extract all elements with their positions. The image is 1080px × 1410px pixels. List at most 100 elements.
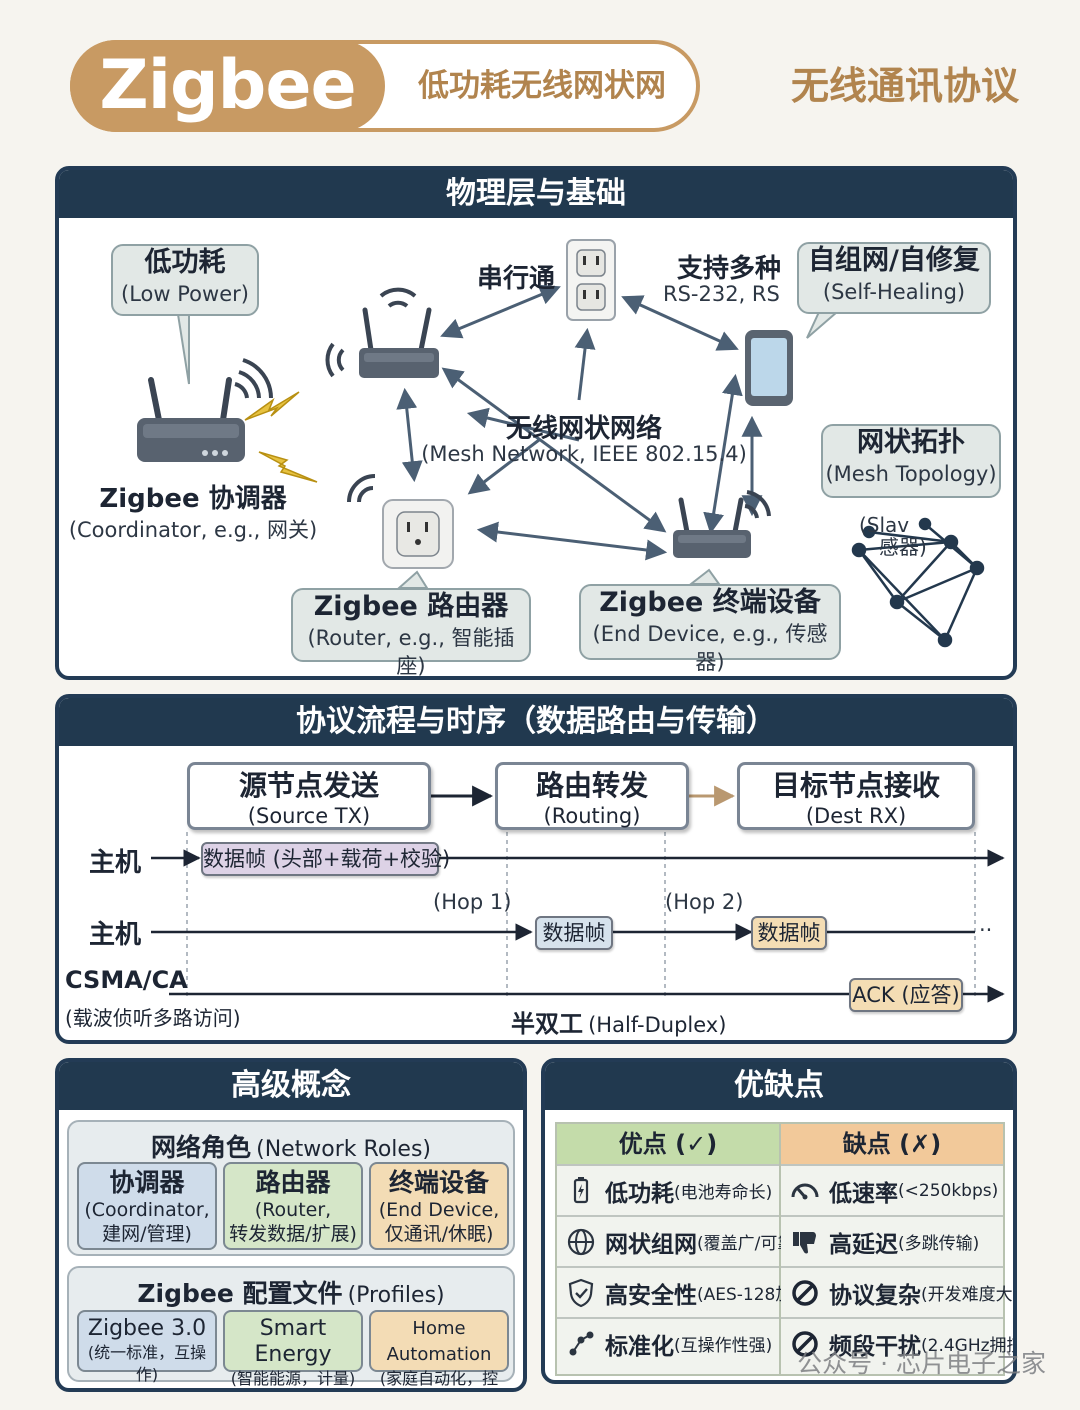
self-healing-sub: (Self-Healing)	[822, 280, 966, 304]
con-item: 高延迟(多跳传输)	[781, 1215, 1003, 1266]
pro-note: (互操作性强)	[674, 1336, 773, 1356]
role-coordinator-sub2: 建网/管理)	[102, 1223, 192, 1245]
cons-list: 低速率(<250kbps)高延迟(多跳传输)协议复杂(开发难度大)频段干扰(2.…	[781, 1164, 1013, 1368]
hop2-label: (Hop 2)	[665, 890, 744, 914]
pro-item: 高安全性(AES-128加密)	[557, 1266, 816, 1317]
profile-smart-energy-title: Smart Energy	[254, 1316, 332, 1367]
profiles-heading: Zigbee 配置文件 (Profiles)	[69, 1274, 513, 1310]
pro-note: (电池寿命长)	[674, 1183, 773, 1203]
slave-label: (Slav	[859, 513, 910, 537]
continuation-dots: ··	[979, 918, 993, 942]
role-router-sub2: 转发数据/扩展)	[229, 1223, 357, 1245]
watermark: 公众号 · 芯片电子之家	[797, 1349, 1046, 1378]
profile-home-automation-title: Home Automation	[386, 1318, 492, 1365]
role-end-device: 终端设备 (End Device, 仅通讯/休眠)	[369, 1162, 509, 1250]
csma-sub: (载波侦听多路访问)	[65, 1006, 241, 1030]
con-main: 高延迟	[829, 1231, 898, 1258]
mesh-network-title: 无线网状网络	[505, 414, 662, 444]
sensor-label: 感器)	[879, 535, 927, 559]
callout-tail	[806, 311, 840, 339]
pros-list: 低功耗(电池寿命长)网状组网(覆盖广/可靠)高安全性(AES-128加密)标准化…	[557, 1164, 816, 1368]
header-category: 无线通讯协议	[790, 64, 1019, 108]
pros-header: 优点 (✓)	[557, 1124, 779, 1164]
pro-note: (覆盖广/可靠)	[697, 1234, 801, 1254]
smartphone-icon	[745, 330, 793, 406]
coordinator-router-icon	[137, 358, 273, 462]
advanced-panel: 高级概念 网络角色 (Network Roles) 协调器 (Coordinat…	[55, 1058, 527, 1392]
source-tx-sub: (Source TX)	[247, 804, 371, 828]
profile-smart-energy: Smart Energy (智能能源，计量)	[223, 1310, 363, 1388]
con-note: (多跳传输)	[898, 1234, 980, 1254]
role-end-device-sub1: (End Device,	[378, 1199, 500, 1221]
con-item: 频段干扰(2.4GHz拥挤)	[781, 1317, 1013, 1368]
network-roles-title-en: (Network Roles)	[256, 1137, 431, 1162]
hop1-label: (Hop 1)	[433, 890, 512, 914]
mesh-links	[396, 284, 763, 561]
profiles-title: Zigbee 配置文件	[137, 1279, 343, 1308]
half-duplex-en: (Half-Duplex)	[588, 1013, 727, 1037]
mesh-diagram	[137, 239, 985, 648]
callout-tail	[688, 568, 721, 585]
pro-main: 低功耗	[605, 1180, 674, 1207]
role-coordinator-title: 协调器	[109, 1168, 185, 1197]
mesh-topology-callout: 网状拓扑 (Mesh Topology)	[821, 424, 1001, 498]
multi-protocol-label: 支持多种	[677, 254, 782, 284]
thumbs-down-icon	[789, 1226, 821, 1258]
cons-column: 缺点 (✗) 低速率(<250kbps)高延迟(多跳传输)协议复杂(开发难度大)…	[781, 1122, 1013, 1376]
header-brand-bg	[70, 40, 385, 132]
end-device-callout: Zigbee 终端设备 (End Device, e.g., 传感器)	[579, 584, 841, 674]
smart-plug-icon	[347, 474, 454, 569]
role-end-device-title: 终端设备	[388, 1168, 489, 1197]
pro-main: 高安全性	[605, 1282, 697, 1309]
self-healing-title: 自组网/自修复	[808, 245, 980, 276]
profile-zigbee3: Zigbee 3.0 (统一标准，互操作)	[77, 1310, 217, 1384]
low-power-callout: 低功耗 (Low Power)	[111, 244, 259, 316]
dest-rx-sub: (Dest RX)	[805, 804, 907, 828]
con-item: 协议复杂(开发难度大)	[781, 1266, 1013, 1317]
mesh-network-sub: (Mesh Network, IEEE 802.15.4)	[421, 442, 747, 466]
routing-box: 路由转发 (Routing)	[495, 762, 689, 830]
mesh-topology-graph	[851, 517, 985, 648]
pro-item: 网状组网(覆盖广/可靠)	[557, 1215, 801, 1266]
coordinator-title: Zigbee 协调器	[99, 484, 287, 514]
pro-main: 网状组网	[605, 1231, 697, 1258]
cons-header: 缺点 (✗)	[781, 1124, 1003, 1164]
block-icon	[789, 1328, 821, 1360]
con-item: 低速率(<250kbps)	[781, 1164, 1003, 1215]
profile-home-automation: Home Automation (家庭自动化，控制)	[369, 1310, 509, 1388]
globe-icon	[565, 1226, 597, 1258]
multi-protocol-sub: RS-232, RS	[663, 282, 780, 306]
routing-title: 路由转发	[535, 769, 648, 802]
network-roles-heading: 网络角色 (Network Roles)	[69, 1128, 513, 1164]
slave-sensor-label: (Slav 感器)	[859, 514, 927, 558]
profile-smart-energy-sub: (智能能源，计量)	[230, 1369, 356, 1388]
routing-sub: (Routing)	[543, 804, 641, 828]
data-frame-hop1: 数据帧	[535, 916, 613, 950]
mesh-topology-sub: (Mesh Topology)	[825, 462, 997, 486]
router-callout: Zigbee 路由器 (Router, e.g., 智能插座)	[291, 588, 531, 676]
end-device-icon	[673, 490, 771, 558]
pro-item: 低功耗(电池寿命长)	[557, 1164, 779, 1215]
router-sub: (Router, e.g., 智能插座)	[307, 626, 515, 678]
dest-rx-box: 目标节点接收 (Dest RX)	[737, 762, 975, 830]
con-note: (2.4GHz拥挤)	[921, 1336, 1013, 1356]
router-title: Zigbee 路由器	[313, 591, 509, 622]
proscons-panel: 优缺点 优点 (✓) 低功耗(电池寿命长)网状组网(覆盖广/可靠)高安全性(AE…	[541, 1058, 1017, 1384]
source-tx-title: 源节点发送	[238, 769, 379, 802]
physical-panel-title: 物理层与基础	[59, 170, 1013, 218]
coordinator-sub: (Coordinator, e.g., 网关)	[68, 518, 318, 542]
role-router-sub1: (Router,	[254, 1199, 332, 1221]
con-main: 协议复杂	[829, 1282, 921, 1309]
row1-host-label: 主机	[89, 848, 142, 878]
con-main: 低速率	[829, 1180, 898, 1207]
gauge-icon	[789, 1175, 821, 1207]
header-tagline: 低功耗无线网状网	[418, 68, 666, 104]
low-power-title: 低功耗	[144, 247, 226, 278]
ack-chip: ACK (应答)	[849, 978, 963, 1012]
pros-column: 优点 (✓) 低功耗(电池寿命长)网状组网(覆盖广/可靠)高安全性(AES-12…	[555, 1122, 816, 1376]
role-coordinator: 协调器 (Coordinator, 建网/管理)	[77, 1162, 217, 1250]
block-icon	[789, 1277, 821, 1309]
source-tx-box: 源节点发送 (Source TX)	[187, 762, 431, 830]
network-icon	[565, 1328, 597, 1360]
wall-outlet-icon	[566, 239, 616, 321]
